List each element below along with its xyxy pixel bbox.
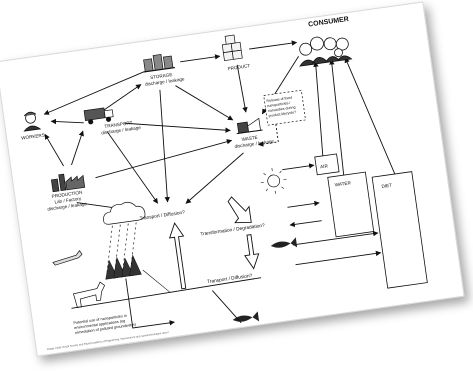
diagram-sheet: CONSUMER PRODUCT STORAGE discharge / lea… xyxy=(0,1,465,357)
ground-lines xyxy=(71,269,262,324)
production-label-3: discharge / leakage xyxy=(47,201,88,212)
consumer-label: CONSUMER xyxy=(308,16,349,29)
arrow-water-back xyxy=(289,220,322,228)
nanoparticle-lifecycle-diagram: CONSUMER PRODUCT STORAGE discharge / lea… xyxy=(21,16,428,351)
arrow-water-consumer xyxy=(329,59,345,180)
arrow-air-consumer xyxy=(313,61,324,158)
arrow-air xyxy=(282,163,315,171)
waste-sub-label: discharge / leakage xyxy=(234,138,275,149)
transport-diffusion-label-1: Transport / Diffusion? xyxy=(139,210,185,222)
transport-sub-label: discharge / leakage xyxy=(101,125,142,136)
workers-label: WORKERS xyxy=(21,132,45,140)
transport-truck-icon xyxy=(83,107,114,125)
worker-icon xyxy=(23,111,42,132)
release-note-3: nanotubes during xyxy=(268,105,296,113)
waste-label: WASTE xyxy=(241,135,258,142)
arrow-diet-1 xyxy=(292,230,379,246)
arrow-transport-waste xyxy=(124,122,231,133)
arrow-production-transport xyxy=(71,130,84,166)
storage-label: STORAGE xyxy=(150,72,173,80)
factory-icon xyxy=(50,173,86,193)
release-note-box xyxy=(263,89,306,126)
arrow-storage-workers xyxy=(43,71,144,115)
arrow-diet-2 xyxy=(295,250,382,266)
arrow-potential-use xyxy=(125,278,175,329)
transport-diffusion-label-2: Transport / Diffusion? xyxy=(207,273,253,285)
cloud-rain-icon xyxy=(103,201,146,274)
sun-icon xyxy=(260,168,287,194)
release-note-2: nanoparticles / xyxy=(267,101,291,108)
water-box xyxy=(327,171,375,238)
water-label: WATER xyxy=(335,180,352,187)
arrow-transport-workers xyxy=(50,118,84,125)
hollow-arrow-up xyxy=(168,222,187,290)
flow-arrows xyxy=(43,40,397,329)
arrow-transport-storage xyxy=(103,84,142,111)
diet-label: DIET xyxy=(381,183,392,189)
release-note-1: Release of fixed xyxy=(266,96,292,104)
production-label: PRODUCTION xyxy=(51,190,82,199)
storage-tanks-icon xyxy=(143,53,176,73)
potential-use-label-2: environmental applications (eg xyxy=(74,319,126,330)
waste-bin-icon xyxy=(236,117,263,135)
arrow-product-consumer xyxy=(249,40,298,50)
hollow-arrows xyxy=(168,196,260,290)
hollow-arrow-diag xyxy=(227,196,252,224)
consumer-group-icon xyxy=(299,36,353,67)
release-note-4: product lifecycle? xyxy=(268,110,296,118)
arrow-product-waste xyxy=(236,64,248,113)
airplane-icon xyxy=(52,250,83,266)
arrow-diet-consumer xyxy=(344,57,397,178)
storage-sub-label: discharge / leakage xyxy=(145,76,186,87)
product-label: PRODUCT xyxy=(227,63,250,71)
potential-use-label-1: Potential use of nanoparticles in xyxy=(73,314,127,325)
arrow-water xyxy=(287,200,320,208)
transformation-label: Transformation / Degradation? xyxy=(200,223,265,238)
product-boxes-icon xyxy=(221,34,243,62)
transport-label: TRANSPORT xyxy=(104,120,133,129)
arrow-production-workers xyxy=(44,133,64,167)
trees-icon xyxy=(105,254,142,280)
arrow-waste-environment xyxy=(185,152,244,204)
air-label: AIR xyxy=(320,163,329,169)
arrow-storage-waste xyxy=(175,85,234,121)
fish-icon xyxy=(232,237,298,322)
production-label-2: Lab / Factory xyxy=(54,196,82,205)
arrow-production-waste xyxy=(95,139,233,179)
arrow-transport-environment xyxy=(106,131,159,204)
arrow-storage-environment xyxy=(159,89,170,203)
arrow-storage-product xyxy=(180,54,221,63)
air-box xyxy=(314,153,340,176)
footer-credit: Image credit: Royal Society and Royal Ac… xyxy=(47,330,169,351)
hollow-arrow-down xyxy=(244,234,260,270)
diet-box xyxy=(371,171,428,289)
